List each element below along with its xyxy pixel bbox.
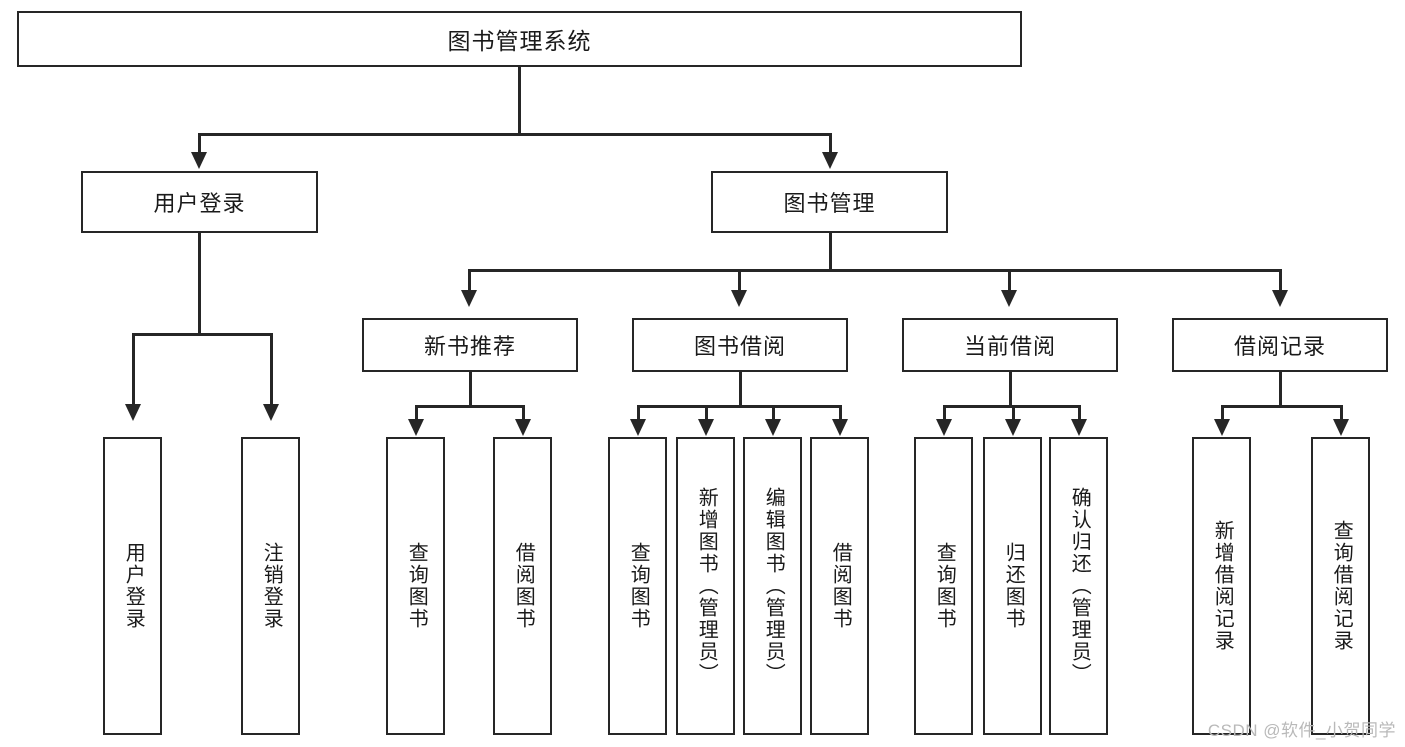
leaf-bb-borrow-book[interactable]: 借阅图书 (810, 437, 869, 735)
leaf-rec-borrow-book[interactable]: 借阅图书 (493, 437, 552, 735)
node-label: 查询图书 (627, 542, 650, 630)
leaf-user-logout[interactable]: 注销登录 (241, 437, 300, 735)
arrowhead-leaf-rec-query-book (408, 419, 424, 436)
arrowhead-to-borrow-record (1272, 290, 1288, 307)
arrowhead-leaf-user-login (125, 404, 141, 421)
arrowhead-leaf-bb-query-book (630, 419, 646, 436)
node-label: 借阅记录 (1233, 334, 1326, 359)
arrowhead-to-new-book-rec (461, 290, 477, 307)
arrowhead-leaf-bb-edit-book (765, 419, 781, 436)
connector-new-book-rec-stem (469, 372, 472, 408)
leaf-user-login[interactable]: 用户登录 (103, 437, 162, 735)
node-label: 图书管理 (783, 191, 876, 216)
node-label: 图书管理系统 (447, 28, 592, 54)
arrowhead-to-user-login (191, 152, 207, 169)
connector-nbr-drop-2 (522, 405, 525, 421)
connector-root-drop-right (829, 133, 832, 155)
node-label: 归还图书 (1002, 542, 1025, 630)
connector-borrow-record-bus (1221, 405, 1343, 408)
connector-root-bus (198, 133, 832, 136)
node-borrow-record[interactable]: 借阅记录 (1172, 318, 1388, 372)
node-label: 借阅图书 (512, 542, 535, 630)
connector-nbr-drop-1 (415, 405, 418, 421)
node-label: 确认归还（管理员） (1068, 487, 1091, 685)
connector-br-drop-1 (1221, 405, 1224, 421)
connector-user-login-drop-2 (270, 333, 273, 407)
connector-cb-drop-3 (1078, 405, 1081, 421)
connector-cb-drop-1 (943, 405, 946, 421)
node-label: 当前借阅 (963, 334, 1056, 359)
node-label: 查询图书 (405, 542, 428, 630)
connector-l3-drop-1 (468, 269, 471, 293)
node-label: 图书借阅 (693, 334, 786, 359)
node-root-system[interactable]: 图书管理系统 (17, 11, 1022, 67)
arrowhead-leaf-user-logout (263, 404, 279, 421)
connector-root-drop-left (198, 133, 201, 155)
arrowhead-leaf-bb-add-book (698, 419, 714, 436)
node-book-borrow[interactable]: 图书借阅 (632, 318, 848, 372)
node-label: 新增借阅记录 (1211, 520, 1234, 652)
leaf-bb-add-book[interactable]: 新增图书（管理员） (676, 437, 735, 735)
leaf-cb-confirm-return[interactable]: 确认归还（管理员） (1049, 437, 1108, 735)
node-current-borrow[interactable]: 当前借阅 (902, 318, 1118, 372)
connector-bb-drop-1 (637, 405, 640, 421)
leaf-br-add-record[interactable]: 新增借阅记录 (1192, 437, 1251, 735)
node-label: 借阅图书 (829, 542, 852, 630)
arrowhead-leaf-rec-borrow-book (515, 419, 531, 436)
leaf-bb-edit-book[interactable]: 编辑图书（管理员） (743, 437, 802, 735)
connector-new-book-rec-bus (415, 405, 525, 408)
connector-l3-drop-4 (1279, 269, 1282, 293)
arrowhead-leaf-br-query-record (1333, 419, 1349, 436)
leaf-rec-query-book[interactable]: 查询图书 (386, 437, 445, 735)
connector-l3-drop-2 (738, 269, 741, 293)
connector-book-borrow-stem (739, 372, 742, 408)
connector-current-borrow-stem (1009, 372, 1012, 408)
arrowhead-to-book-borrow (731, 290, 747, 307)
node-new-book-recommend[interactable]: 新书推荐 (362, 318, 578, 372)
leaf-cb-query-book[interactable]: 查询图书 (914, 437, 973, 735)
node-label: 新书推荐 (423, 334, 516, 359)
node-label: 注销登录 (260, 542, 283, 630)
arrowhead-leaf-bb-borrow-book (832, 419, 848, 436)
leaf-cb-return-book[interactable]: 归还图书 (983, 437, 1042, 735)
node-book-manage[interactable]: 图书管理 (711, 171, 948, 233)
connector-user-login-stem (198, 233, 201, 336)
connector-bb-drop-2 (705, 405, 708, 421)
connector-bb-drop-4 (839, 405, 842, 421)
connector-book-borrow-bus (637, 405, 842, 408)
node-label: 新增图书（管理员） (695, 487, 718, 685)
leaf-br-query-record[interactable]: 查询借阅记录 (1311, 437, 1370, 735)
connector-book-manage-stem (829, 233, 832, 272)
connector-root-stem (518, 67, 521, 135)
connector-l3-drop-3 (1008, 269, 1011, 293)
arrowhead-to-current-borrow (1001, 290, 1017, 307)
arrowhead-leaf-br-add-record (1214, 419, 1230, 436)
arrowhead-leaf-cb-return-book (1005, 419, 1021, 436)
connector-book-manage-bus (468, 269, 1282, 272)
connector-bb-drop-3 (772, 405, 775, 421)
arrowhead-to-book-manage (822, 152, 838, 169)
node-label: 查询图书 (933, 542, 956, 630)
connector-user-login-bus (132, 333, 273, 336)
node-label: 用户登录 (153, 191, 246, 216)
leaf-bb-query-book[interactable]: 查询图书 (608, 437, 667, 735)
node-label: 用户登录 (122, 542, 145, 630)
connector-borrow-record-stem (1279, 372, 1282, 408)
connector-cb-drop-2 (1012, 405, 1015, 421)
connector-br-drop-2 (1340, 405, 1343, 421)
node-label: 查询借阅记录 (1330, 520, 1353, 652)
node-label: 编辑图书（管理员） (762, 487, 785, 685)
node-user-login[interactable]: 用户登录 (81, 171, 318, 233)
arrowhead-leaf-cb-confirm-return (1071, 419, 1087, 436)
arrowhead-leaf-cb-query-book (936, 419, 952, 436)
connector-user-login-drop-1 (132, 333, 135, 407)
